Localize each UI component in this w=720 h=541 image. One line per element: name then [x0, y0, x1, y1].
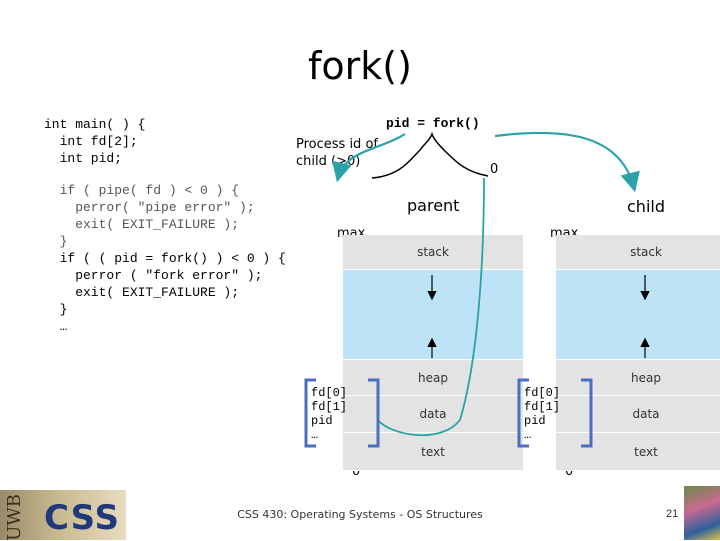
- code-line: }: [44, 302, 68, 317]
- parent-vars: fd[0] fd[1] pid …: [311, 386, 347, 442]
- code-line: exit( EXIT_FAILURE );: [44, 285, 240, 300]
- var-line: fd[1]: [311, 400, 348, 414]
- parent-data-segment: data: [343, 396, 523, 433]
- code-line: perror( "pipe error" );: [44, 200, 255, 215]
- child-stack-segment: stack: [556, 235, 720, 270]
- parent-zero-label: 0: [352, 464, 361, 479]
- var-line: fd[0]: [524, 386, 561, 400]
- css-logo-text: CSS: [44, 498, 121, 538]
- parent-heap-segment: heap: [343, 360, 523, 396]
- code-line: int pid;: [44, 151, 123, 166]
- code-line: }: [44, 234, 68, 249]
- child-label: child: [627, 197, 665, 216]
- course-thumbnail-image: [684, 486, 720, 540]
- child-vars: fd[0] fd[1] pid …: [524, 386, 560, 442]
- var-line: pid: [311, 414, 333, 428]
- code-line: if ( ( pid = fork() ) < 0 ) {: [44, 251, 286, 266]
- child-zero-label: 0: [565, 464, 574, 479]
- uwb-css-logo: UWB CSS: [0, 490, 126, 541]
- parent-label: parent: [407, 196, 460, 215]
- code-line: exit( EXIT_FAILURE );: [44, 217, 240, 232]
- code-body: if ( pipe( fd ) < 0 ) { perror( "pipe er…: [44, 182, 286, 335]
- parent-left-bracket: [304, 378, 316, 448]
- var-line: fd[0]: [311, 386, 348, 400]
- child-heap-segment: heap: [556, 360, 720, 396]
- child-data-segment: data: [556, 396, 720, 433]
- child-text-segment: text: [556, 433, 720, 471]
- zero-return-label: 0: [490, 162, 499, 177]
- parent-to-memory-arrow: [377, 177, 485, 437]
- parent-text-segment: text: [343, 433, 523, 471]
- var-line: fd[1]: [524, 400, 561, 414]
- footer-course-text: CSS 430: Operating Systems - OS Structur…: [237, 508, 483, 521]
- fork-call-label: pid = fork(): [386, 116, 480, 131]
- child-memory-layout: stack heap data text: [556, 235, 720, 471]
- fork-brace: [371, 131, 489, 179]
- parent-return-arrow: [332, 133, 406, 183]
- child-return-arrow: [494, 131, 640, 193]
- child-right-bracket: [581, 378, 593, 448]
- var-line: …: [524, 428, 532, 442]
- code-main: int main( ) { int fd[2]; int pid;: [44, 116, 145, 167]
- page-number: 21: [666, 508, 679, 520]
- child-left-bracket: [517, 378, 529, 448]
- parent-stack-segment: stack: [343, 235, 523, 270]
- child-free-segment: [556, 270, 720, 360]
- var-line: …: [311, 428, 319, 442]
- code-line: int fd[2];: [44, 134, 138, 149]
- parent-right-bracket: [368, 378, 380, 448]
- code-line: if ( pipe( fd ) < 0 ) {: [44, 183, 240, 198]
- slide-title: fork(): [308, 44, 412, 88]
- var-line: pid: [524, 414, 546, 428]
- code-line: int main( ) {: [44, 117, 146, 132]
- code-line: perror ( "fork error" );: [44, 268, 263, 283]
- code-line: …: [44, 319, 68, 334]
